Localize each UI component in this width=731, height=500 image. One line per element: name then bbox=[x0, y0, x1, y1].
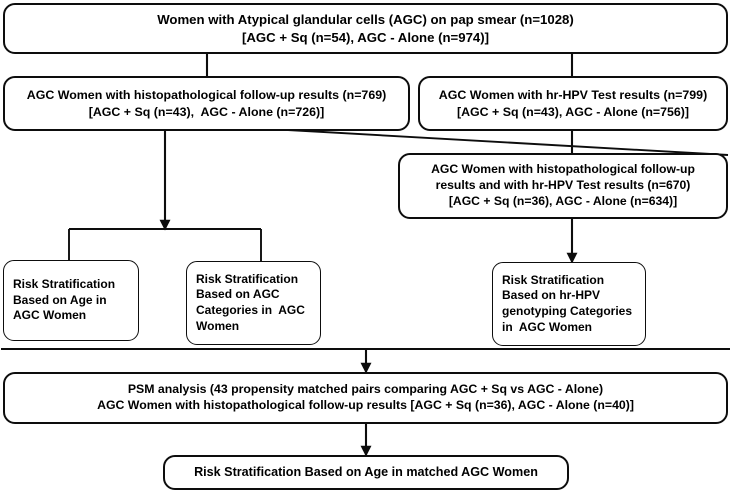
section-divider bbox=[1, 348, 730, 350]
node-cohort-total-line-2: [AGC + Sq (n=54), AGC - Alone (n=974)] bbox=[241, 29, 490, 45]
node-risk-stratification-hrhpv-genotyping-line-4: in AGC Women bbox=[502, 319, 592, 334]
node-risk-stratification-agc-categories-line-3: Categories in AGC bbox=[196, 303, 305, 317]
node-histopathology-and-hrhpv[interactable]: AGC Women with histopathological follow-… bbox=[398, 153, 728, 219]
node-psm-analysis-line-2: AGC Women with histopathological follow-… bbox=[97, 398, 634, 412]
node-risk-stratification-matched-age[interactable]: Risk Stratification Based on Age in matc… bbox=[163, 455, 569, 490]
connector-histo-to-both-diagonal bbox=[287, 129, 729, 156]
node-histopathology-and-hrhpv-line-1: AGC Women with histopathological follow-… bbox=[431, 162, 695, 177]
node-hrhpv-test[interactable]: AGC Women with hr-HPV Test results (n=79… bbox=[418, 76, 728, 131]
node-histopathology-and-hrhpv-line-2: results and with hr-HPV Test results (n=… bbox=[435, 178, 691, 193]
node-risk-stratification-agc-categories[interactable]: Risk Stratification Based on AGC Categor… bbox=[186, 261, 321, 345]
node-risk-stratification-hrhpv-genotyping-line-3: genotyping Categories bbox=[502, 304, 633, 318]
node-risk-stratification-agc-categories-line-1: Risk Stratification bbox=[196, 271, 299, 286]
node-histopathology-followup[interactable]: AGC Women with histopathological follow-… bbox=[3, 76, 410, 131]
node-risk-stratification-age-line-1: Risk Stratification bbox=[13, 277, 116, 292]
node-risk-stratification-agc-categories-line-2: Based on AGC bbox=[196, 287, 280, 302]
node-risk-stratification-hrhpv-genotyping-line-1: Risk Stratification bbox=[502, 272, 605, 287]
node-risk-stratification-hrhpv-genotyping[interactable]: Risk Stratification Based on hr-HPV geno… bbox=[492, 262, 646, 346]
node-histopathology-followup-line-2: [AGC + Sq (n=43), AGC - Alone (n=726)] bbox=[88, 104, 325, 119]
node-psm-analysis-line-1: PSM analysis (43 propensity matched pair… bbox=[127, 382, 604, 397]
node-risk-stratification-age[interactable]: Risk Stratification Based on Age in AGC … bbox=[3, 260, 139, 341]
node-hrhpv-test-line-2: [AGC + Sq (n=43), AGC - Alone (n=756)] bbox=[456, 104, 690, 119]
node-psm-analysis[interactable]: PSM analysis (43 propensity matched pair… bbox=[3, 372, 728, 424]
node-histopathology-and-hrhpv-line-3: [AGC + Sq (n=36), AGC - Alone (n=634)] bbox=[448, 193, 678, 208]
node-risk-stratification-matched-age-line-1: Risk Stratification Based on Age in matc… bbox=[194, 465, 538, 480]
node-risk-stratification-hrhpv-genotyping-line-2: Based on hr-HPV bbox=[502, 288, 601, 303]
node-hrhpv-test-line-1: AGC Women with hr-HPV Test results (n=79… bbox=[438, 88, 708, 103]
node-risk-stratification-agc-categories-line-4: Women bbox=[196, 318, 240, 333]
node-cohort-total-line-1: Women with Atypical glandular cells (AGC… bbox=[157, 12, 574, 28]
node-histopathology-followup-line-1: AGC Women with histopathological follow-… bbox=[26, 88, 387, 103]
node-risk-stratification-age-line-3: AGC Women bbox=[13, 308, 87, 323]
node-risk-stratification-age-line-2: Based on Age in bbox=[13, 292, 107, 307]
node-cohort-total[interactable]: Women with Atypical glandular cells (AGC… bbox=[3, 3, 728, 54]
